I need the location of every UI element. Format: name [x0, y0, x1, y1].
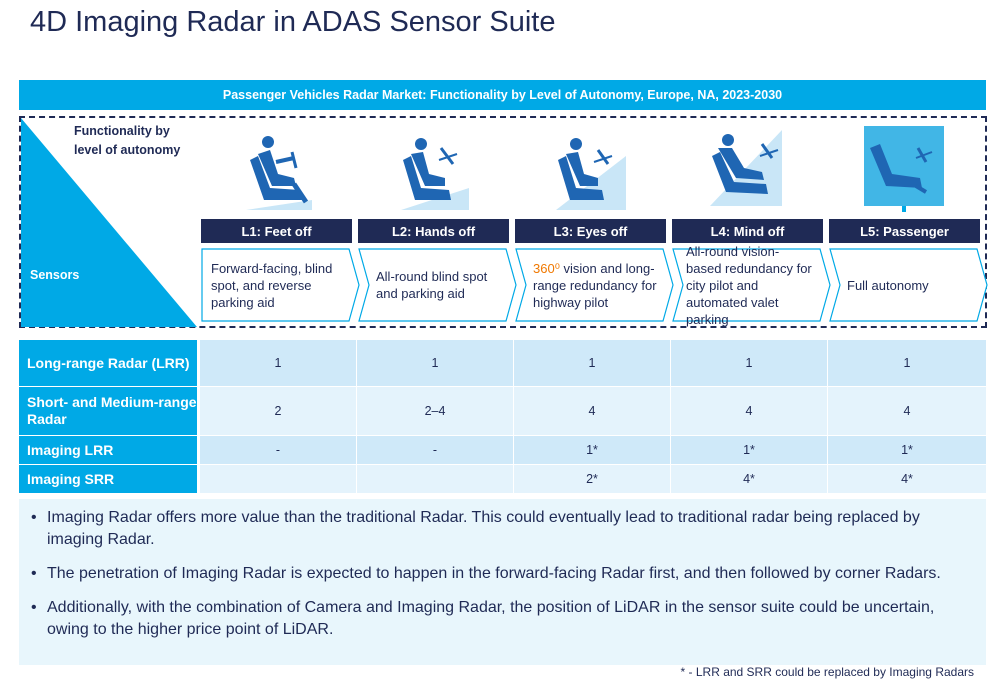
- table-cell: 2*: [513, 465, 670, 493]
- row-label-lrr: Long-range Radar (LRR): [19, 340, 197, 386]
- table-cell: 1: [356, 340, 513, 386]
- row-label-imaging-lrr: Imaging LRR: [19, 436, 197, 464]
- corner-label-functionality: Functionality by level of autonomy: [74, 124, 181, 157]
- level-desc-l4: All-round vision-based redundancy for ci…: [672, 244, 832, 327]
- corner-diagonal-header: [21, 118, 197, 327]
- driver-seat-icon-level-2: [393, 130, 473, 210]
- list-item: Additionally, with the combination of Ca…: [29, 597, 976, 641]
- level-desc-text-l4: All-round vision-based redundancy for ci…: [686, 243, 812, 327]
- level-desc-l3: 360⁰ vision and long-range redundancy fo…: [515, 248, 675, 322]
- row-label-imaging-srr: Imaging SRR: [19, 465, 197, 493]
- table-cell: [199, 465, 356, 493]
- footnote: * - LRR and SRR could be replaced by Ima…: [680, 665, 974, 679]
- page-title: 4D Imaging Radar in ADAS Sensor Suite: [30, 6, 556, 38]
- level-desc-text-l5: Full autonomy: [847, 277, 929, 293]
- level-header-l1: L1: Feet off: [201, 219, 352, 243]
- table-cell: -: [199, 436, 356, 464]
- key-insights-box: Imaging Radar offers more value than the…: [19, 499, 986, 665]
- level-desc-l1: Forward-facing, blind spot, and reverse …: [201, 248, 361, 322]
- market-banner: Passenger Vehicles Radar Market: Functio…: [19, 80, 986, 110]
- driver-seat-icon-level-4: [706, 126, 786, 206]
- empty-seat-icon-level-5: [864, 126, 944, 216]
- level-desc-text-l2: All-round blind spot and parking aid: [376, 269, 488, 301]
- level-desc-highlight-l3: 360⁰: [533, 260, 560, 276]
- level-desc-text-l1: Forward-facing, blind spot, and reverse …: [211, 260, 333, 310]
- level-desc-l2: All-round blind spot and parking aid: [358, 248, 518, 322]
- table-cell: 1: [827, 340, 986, 386]
- table-cell: 1*: [670, 436, 827, 464]
- levels-frame: [19, 116, 987, 328]
- list-item: Imaging Radar offers more value than the…: [29, 507, 976, 551]
- table-cell: 1*: [513, 436, 670, 464]
- driver-seat-icon-level-1: [236, 130, 316, 210]
- table-cell: 4*: [827, 465, 986, 493]
- table-cell: 2–4: [356, 387, 513, 435]
- table-cell: 4: [513, 387, 670, 435]
- driver-seat-icon-level-3: [550, 130, 630, 210]
- table-cell: [356, 465, 513, 493]
- level-header-l2: L2: Hands off: [358, 219, 509, 243]
- row-label-srr: Short- and Medium-range Radar: [19, 387, 197, 435]
- table-cell: 2: [199, 387, 356, 435]
- table-cell: 1: [513, 340, 670, 386]
- table-cell: 4: [670, 387, 827, 435]
- level-desc-l5: Full autonomy: [829, 248, 989, 322]
- corner-label-sensors: Sensors: [30, 268, 80, 282]
- level-header-l5: L5: Passenger: [829, 219, 980, 243]
- table-cell: 4*: [670, 465, 827, 493]
- table-cell: 1: [670, 340, 827, 386]
- level-header-l3: L3: Eyes off: [515, 219, 666, 243]
- level-header-l4: L4: Mind off: [672, 219, 823, 243]
- table-cell: 1*: [827, 436, 986, 464]
- table-cell: 4: [827, 387, 986, 435]
- table-cell: 1: [199, 340, 356, 386]
- table-cell: -: [356, 436, 513, 464]
- list-item: The penetration of Imaging Radar is expe…: [29, 563, 976, 585]
- level-desc-text-l3: vision and long-range redundancy for hig…: [533, 260, 657, 310]
